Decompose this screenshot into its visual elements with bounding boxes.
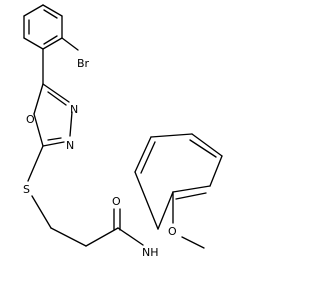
bromophenyl-ring bbox=[23, 4, 63, 50]
structure-svg: Br O N N S O NH O bbox=[23, 4, 223, 259]
thio-propanamide-chain bbox=[27, 145, 144, 247]
ring-nitrogen-lower-label: N bbox=[66, 139, 74, 152]
sulfur-label: S bbox=[23, 183, 30, 196]
molecule-diagram: Br O N N S O NH O bbox=[23, 4, 223, 259]
amide-nh-label: NH bbox=[142, 246, 159, 259]
oxadiazole-ring bbox=[33, 83, 73, 147]
bromine-label: Br bbox=[77, 57, 90, 70]
methoxyphenyl-ring bbox=[134, 133, 223, 230]
carbonyl-oxygen-label: O bbox=[112, 195, 121, 208]
methoxy-oxygen-label: O bbox=[168, 225, 177, 238]
c-br-bond bbox=[61, 37, 79, 51]
ring-oxygen-label: O bbox=[26, 113, 35, 126]
ring-nitrogen-upper-label: N bbox=[70, 103, 78, 116]
methoxy-methyl-bond bbox=[181, 236, 205, 249]
